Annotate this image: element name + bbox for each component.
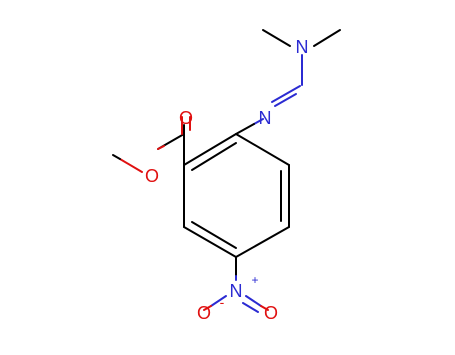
- ring-bond-1: [235, 133, 290, 166]
- bond-c-o-ester-b: [157, 145, 165, 150]
- bond-o-methyl-a: [119, 158, 143, 173]
- nitro-plus-charge: +: [251, 273, 258, 287]
- bond-n-ring-a: [253, 118, 264, 125]
- bond-n-o-right-b: [260, 305, 269, 311]
- bonds: [112, 29, 341, 313]
- ring-bond-6-inner: [191, 142, 237, 171]
- ring-bond-3: [235, 226, 290, 258]
- atom-o-carbonyl: O: [179, 108, 193, 128]
- bond-o-methyl-b: [112, 154, 121, 160]
- atom-n-imine: N: [259, 108, 272, 128]
- bond-ch-n-imine-2: [274, 93, 297, 107]
- atom-o-nitro-left: O: [197, 303, 211, 323]
- bond-n-o-right-a: [245, 295, 262, 307]
- bond-n-o-left-a: [210, 295, 227, 307]
- bond-ch-n-imine-1: [271, 85, 301, 103]
- atom-o-ester: O: [145, 166, 159, 186]
- nitro-minus-charge: -: [220, 294, 225, 310]
- atom-o-nitro-right: O: [264, 303, 278, 323]
- bond-n-o-right-double: [242, 302, 259, 313]
- bond-n-o-left-b: [203, 305, 212, 311]
- atom-n-nitro: N: [230, 281, 243, 301]
- bond-methyl1-n: [262, 29, 291, 47]
- ring-bond-4-inner: [191, 221, 237, 249]
- atom-n-dimethyl: N: [296, 37, 309, 57]
- ring-bond-6: [183, 133, 237, 166]
- ring-bond-4: [183, 226, 237, 258]
- bond-n-methyl2: [313, 29, 341, 47]
- bond-n-ring-b: [235, 123, 255, 135]
